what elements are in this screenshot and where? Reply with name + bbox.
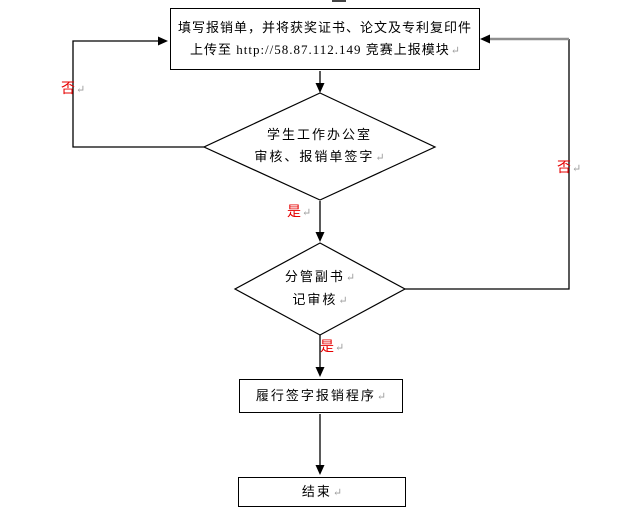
process-upload-box: 填写报销单，并将获奖证书、论文及专利复印件 上传至 http://58.87.1… [170, 8, 480, 70]
return-mark: ↵ [76, 84, 86, 96]
decision-secretary-line2: 记审核↵ [292, 292, 348, 307]
process-sign-box: 履行签字报销程序↵ [239, 379, 403, 413]
process-end-box: 结束↵ [238, 477, 406, 507]
arrowhead-no-right [480, 34, 490, 44]
decision-office-review-shape [202, 92, 437, 201]
edge-label-no-right: 否↵ [557, 161, 582, 176]
process-sign-label: 履行签字报销程序↵ [255, 387, 387, 403]
process-upload-line2: 上传至 http://58.87.112.149 竞赛上报模块↵ [189, 41, 461, 57]
arrowhead-sign-to-end [315, 465, 325, 475]
decision-secretary-review-text: 分管副书↵ 记审核↵ [235, 266, 405, 312]
return-mark: ↵ [345, 272, 356, 284]
edge-label-no-left: 否↵ [61, 82, 86, 97]
return-mark: ↵ [332, 486, 343, 499]
process-end-label: 结束↵ [301, 483, 343, 499]
return-mark: ↵ [302, 207, 312, 219]
edge-label-yes-1: 是↵ [287, 205, 312, 220]
decision-office-line2: 审核、报销单签字↵ [254, 149, 385, 164]
arrowhead-secretary-to-sign [315, 367, 325, 377]
page-anchor-tick [332, 0, 346, 2]
arrowhead-no-left [158, 36, 168, 46]
decision-secretary-line1: 分管副书↵ [284, 269, 356, 284]
arrowhead-office-to-secretary [315, 232, 325, 242]
decision-office-line1: 学生工作办公室 [266, 127, 372, 142]
return-mark: ↵ [338, 295, 348, 307]
arrowhead-upload-to-office [315, 83, 325, 93]
connector-no-right [405, 39, 570, 290]
return-mark: ↵ [450, 44, 461, 57]
edge-label-yes-2: 是↵ [320, 340, 345, 355]
connector-no-left [72, 40, 204, 148]
process-upload-line1: 填写报销单，并将获奖证书、论文及专利复印件 [177, 19, 472, 35]
return-mark: ↵ [376, 390, 387, 403]
return-mark: ↵ [335, 342, 345, 354]
decision-office-review-text: 学生工作办公室 审核、报销单签字↵ [204, 124, 435, 169]
return-mark: ↵ [375, 152, 385, 164]
decision-secretary-review-shape [233, 242, 407, 336]
return-mark: ↵ [572, 163, 582, 175]
